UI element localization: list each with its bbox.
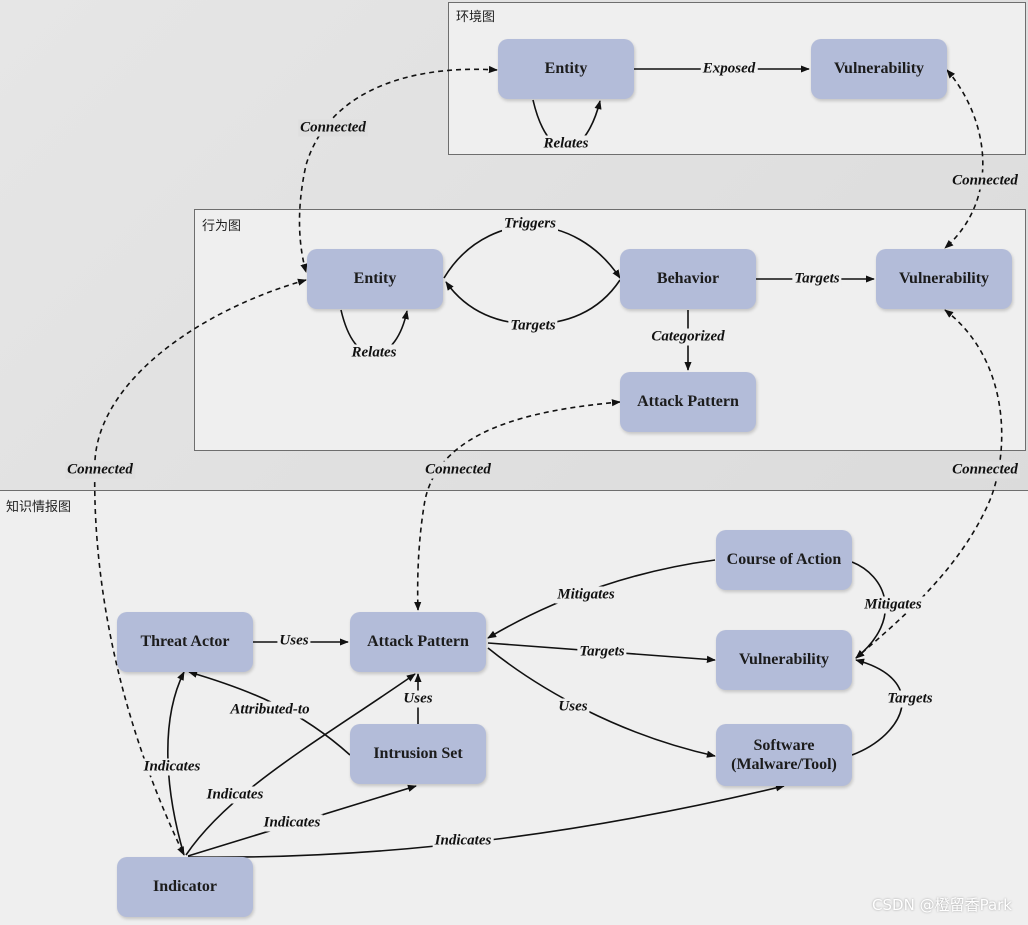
beh-entity-node[interactable]: Entity (307, 249, 443, 309)
edge-label-exposed: Exposed (700, 60, 758, 78)
beh-attack-pattern-node[interactable]: Attack Pattern (620, 372, 756, 432)
software-node[interactable]: Software (Malware/Tool) (716, 724, 852, 786)
intrusion-set-node[interactable]: Intrusion Set (350, 724, 486, 784)
watermark: CSDN @橙留香Park (872, 896, 1012, 914)
edge-triggers (443, 225, 621, 279)
beh-behavior-node[interactable]: Behavior (620, 249, 756, 309)
vulnerability-node[interactable]: Vulnerability (716, 630, 852, 690)
edge-label-indicates-sw: Indicates (432, 832, 494, 850)
env-entity-node[interactable]: Entity (498, 39, 634, 99)
edge-label-connected-attack-pattern: Connected (423, 461, 493, 479)
threat-actor-node[interactable]: Threat Actor (117, 612, 253, 672)
edge-label-triggers: Triggers (502, 215, 558, 233)
edge-label-connected-env-beh-entity: Connected (298, 119, 368, 137)
edge-indicates-sw (187, 784, 785, 859)
beh-vulnerability-node[interactable]: Vulnerability (876, 249, 1012, 309)
edge-targets-sw-vuln (851, 658, 903, 756)
edge-label-mitigates-2: Mitigates (862, 596, 924, 614)
edge-label-connected-indicator-entity: Connected (65, 461, 135, 479)
edge-label-beh-relates: Relates (349, 344, 399, 362)
edge-label-targets-sw-vuln: Targets (885, 690, 935, 708)
edge-label-env-relates: Relates (541, 135, 591, 153)
edge-connected-attack-pattern (414, 399, 621, 611)
edge-label-mitigates-1: Mitigates (555, 586, 617, 604)
edge-connected-env-beh-entity (298, 65, 498, 273)
edge-label-connected-vuln: Connected (950, 461, 1020, 479)
edge-label-indicates-is: Indicates (261, 814, 323, 832)
edge-label-connected-env-beh-vuln: Connected (950, 172, 1020, 190)
environment-graph-label: 环境图 (456, 10, 496, 25)
edge-label-categorized: Categorized (649, 328, 727, 346)
knowledge-graph-label: 知识情报图 (6, 500, 72, 515)
edge-connected-vuln (855, 309, 1003, 659)
attack-pattern-node[interactable]: Attack Pattern (350, 612, 486, 672)
edge-label-indicates-ta: Indicates (141, 758, 203, 776)
edge-label-uses-is-ap: Uses (401, 690, 435, 708)
edge-label-indicates-ap: Indicates (204, 786, 266, 804)
edge-uses-ap-sw (487, 647, 716, 758)
edge-label-targets-back: Targets (508, 317, 558, 335)
course-of-action-node[interactable]: Course of Action (716, 530, 852, 590)
edge-label-uses-ta-ap: Uses (277, 632, 311, 650)
behavior-graph-label: 行为图 (202, 219, 242, 234)
edge-label-attributed-to: Attributed-to (228, 701, 312, 719)
edge-connected-env-beh-vuln (944, 69, 984, 249)
edge-label-targets-ap-vuln: Targets (577, 643, 627, 661)
edge-label-uses-ap-sw: Uses (556, 698, 590, 716)
env-vulnerability-node[interactable]: Vulnerability (811, 39, 947, 99)
edge-label-beh-targets: Targets (792, 270, 842, 288)
indicator-node[interactable]: Indicator (117, 857, 253, 917)
